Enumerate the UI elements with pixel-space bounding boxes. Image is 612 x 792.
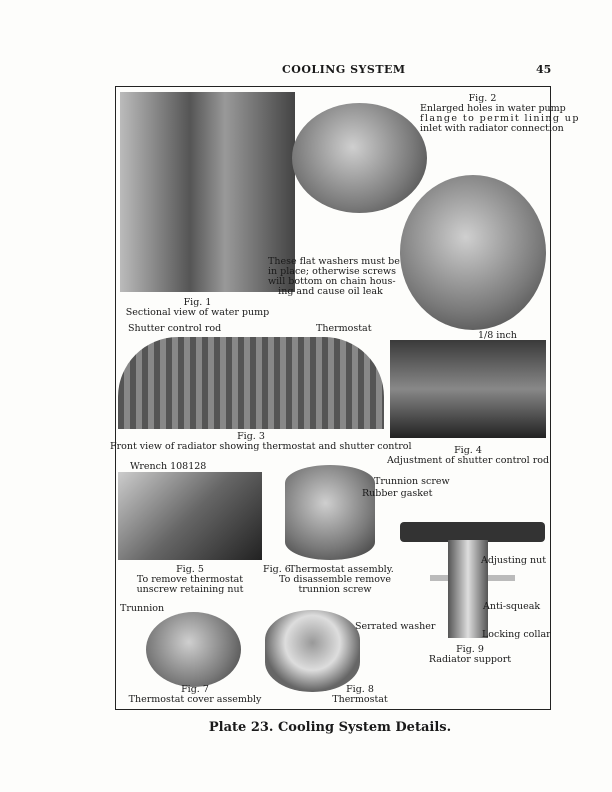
- radiator-support-bracket: [400, 522, 545, 542]
- plate-caption: Plate 23. Cooling System Details.: [208, 720, 452, 735]
- fig5-caption-line: To remove thermostat: [136, 574, 244, 585]
- wrench-callout: Wrench 108128: [130, 461, 207, 472]
- water-pump-section-photo: [120, 92, 295, 292]
- page-number: 45: [536, 63, 552, 76]
- fig3-label: Fig. 3: [237, 431, 265, 442]
- water-pump-flange-photo: [292, 103, 427, 213]
- running-header: COOLING SYSTEM: [282, 63, 406, 76]
- fig3-caption: Front view of radiator showing thermosta…: [110, 441, 412, 452]
- fig6-caption-line: To disassemble remove: [278, 574, 392, 585]
- eighth-inch-callout: 1/8 inch: [478, 330, 517, 341]
- thermostat-cover-photo: [146, 612, 241, 687]
- fig6-caption-line: Thermostat assembly.: [289, 564, 394, 575]
- washer-note-line: in place; otherwise screws: [268, 266, 396, 277]
- fig5-label: Fig. 5: [176, 564, 204, 575]
- thermostat-callout: Thermostat: [316, 323, 372, 334]
- thermostat-assembly-photo: [285, 465, 375, 560]
- fig1-caption: Sectional view of water pump: [125, 307, 270, 318]
- fig7-caption: Thermostat cover assembly: [128, 694, 262, 705]
- chain-housing-closeup-photo: [400, 175, 546, 330]
- shutter-rod-adjustment-photo: [390, 340, 546, 438]
- trunnion-screw-callout: Trunnion screw: [374, 476, 450, 487]
- washer-note-line: These flat washers must be: [268, 256, 400, 267]
- trunnion-callout: Trunnion: [120, 603, 165, 614]
- fig5-caption-line: unscrew retaining nut: [136, 584, 244, 595]
- locking-collar-callout: Locking collar: [482, 629, 551, 640]
- rubber-gasket-callout: Rubber gasket: [362, 488, 433, 499]
- fig2-label: Fig. 2: [468, 93, 497, 104]
- fig8-label: Fig. 8: [346, 684, 374, 695]
- anti-squeak-callout: Anti-squeak: [483, 601, 541, 612]
- washer-note-line: will bottom on chain hous-: [268, 276, 396, 287]
- fig9-label: Fig. 9: [456, 644, 484, 655]
- fig8-caption: Thermostat: [332, 694, 388, 705]
- fig2-caption-line: Enlarged holes in water pump: [420, 103, 566, 114]
- fig4-caption: Adjustment of shutter control rod: [386, 455, 550, 466]
- radiator-front-photo: [118, 337, 384, 429]
- thermostat-removal-photo: [118, 472, 262, 560]
- fig6-caption-line: trunnion screw: [298, 584, 372, 595]
- fig9-caption: Radiator support: [428, 654, 512, 665]
- fig1-label: Fig. 1: [183, 297, 212, 308]
- shutter-control-rod-callout: Shutter control rod: [128, 323, 222, 334]
- fig4-label: Fig. 4: [454, 445, 482, 456]
- fig2-caption-line: inlet with radiator connection: [420, 123, 564, 134]
- plate-frame: [115, 86, 551, 710]
- radiator-support-bolt-photo: [448, 540, 488, 638]
- serrated-washer-callout: Serrated washer: [355, 621, 436, 632]
- adjusting-nut-callout: Adjusting nut: [481, 555, 547, 566]
- fig6-label: Fig. 6: [263, 564, 291, 575]
- fig7-label: Fig. 7: [181, 684, 209, 695]
- washer-note: These flat washers must be in place; oth…: [268, 256, 400, 297]
- washer-note-line: ing and cause oil leak: [278, 286, 383, 297]
- fig2-caption-line: flange to permit lining up: [420, 113, 580, 124]
- thermostat-photo: [265, 610, 360, 692]
